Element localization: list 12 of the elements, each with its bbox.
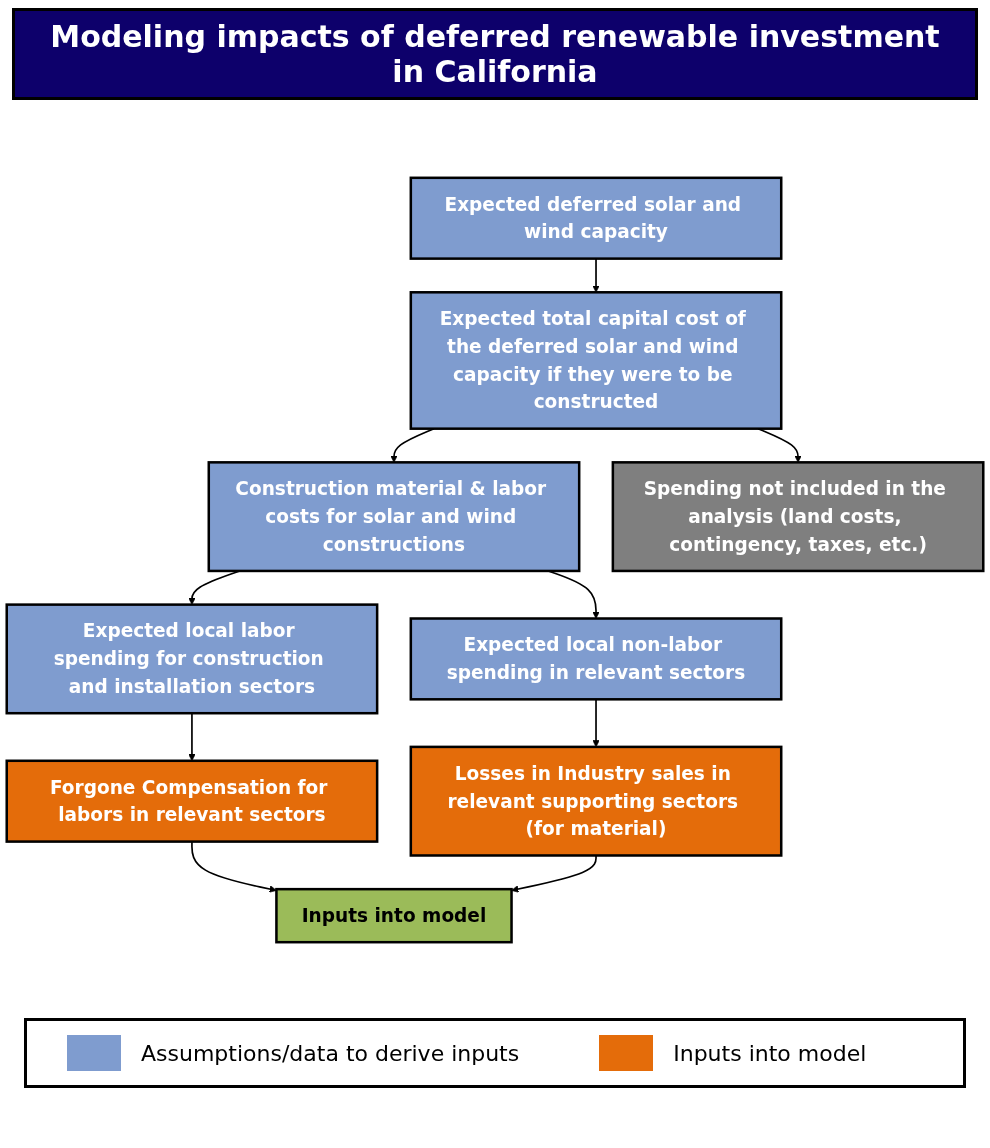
node-box: Forgone Compensation for labors in relevant sectors	[5, 759, 379, 843]
title-banner: Modeling impacts of deferred renewable investment in California	[12, 8, 978, 100]
node-box: Construction material & labor costs for solar and wind constructions	[207, 461, 581, 573]
node-box: Spending not included in the analysis (land costs, contingency, taxes, etc.)	[611, 461, 985, 573]
node-box: Expected local non-labor spending in relevant sectors	[409, 617, 783, 701]
legend-label: Inputs into model	[673, 1040, 867, 1066]
node-box: Expected total capital cost of the deferred solar and wind capacity if they were to be constructed	[409, 291, 783, 430]
node-box: Expected deferred solar and wind capacity	[409, 176, 783, 260]
node-box: Losses in Industry sales in relevant supporting sectors (for material)	[409, 745, 783, 857]
node-box: Expected local labor spending for construction and installation sectors	[5, 603, 379, 715]
legend-label: Assumptions/data to derive inputs	[141, 1040, 520, 1066]
node-box: Inputs into model	[275, 887, 513, 944]
